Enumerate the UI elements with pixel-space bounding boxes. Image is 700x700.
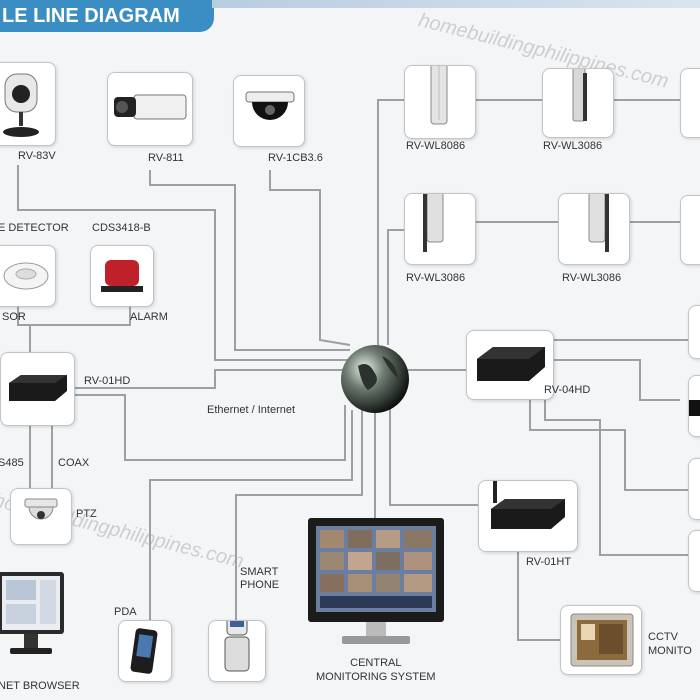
label-sensor: SOR xyxy=(2,311,26,323)
label-rs485: S485 xyxy=(0,457,24,469)
antenna-icon xyxy=(588,194,609,252)
wire-pda xyxy=(149,410,353,620)
device-smart-phone[interactable] xyxy=(208,620,266,682)
device-rvwl3086-a[interactable] xyxy=(542,68,614,138)
ptz-camera-icon xyxy=(24,498,58,520)
wire-wl8086 xyxy=(377,99,406,345)
wire-smartphone xyxy=(235,410,363,620)
device-rv1cb36[interactable] xyxy=(233,75,305,147)
smoke-detector-icon xyxy=(3,262,49,290)
label-rv01ht: RV-01HT xyxy=(526,556,572,568)
device-cctv-monitor[interactable] xyxy=(560,605,642,675)
device-smoke-detector[interactable] xyxy=(0,245,56,307)
device-rv83v[interactable] xyxy=(0,62,56,146)
bullet-camera-icon xyxy=(114,94,187,120)
tv-monitor-icon xyxy=(570,613,634,667)
device-rv01ht[interactable] xyxy=(478,480,578,552)
wire-rv01ht-monitor xyxy=(517,550,560,641)
device-ptz[interactable] xyxy=(10,488,72,545)
device-partial-r1[interactable] xyxy=(688,305,700,359)
box-camera-icon xyxy=(3,73,39,137)
label-cds3418: CDS3418-B xyxy=(92,222,151,234)
dome-camera-icon xyxy=(245,91,295,120)
wire-browser xyxy=(75,394,346,461)
device-rvwl8086[interactable] xyxy=(404,65,476,139)
label-coax: COAX xyxy=(58,457,90,469)
antenna-icon xyxy=(423,194,444,252)
wire-sensors xyxy=(17,305,131,326)
wire-rv811 xyxy=(149,170,350,351)
device-partial-r3[interactable] xyxy=(688,458,700,520)
phone-icon xyxy=(224,621,250,672)
label-rv83v: RV-83V xyxy=(18,150,56,162)
label-ptz: PTZ xyxy=(76,508,97,520)
label-rv811: RV-811 xyxy=(148,152,184,164)
wire-wl3086b xyxy=(387,229,406,345)
title-strip xyxy=(212,0,700,8)
label-smoke-detector: E DETECTOR xyxy=(0,222,69,234)
label-rv01hd: RV-01HD xyxy=(84,375,131,387)
label-rvwl3086-b: RV-WL3086 xyxy=(406,272,466,284)
label-rv04hd: RV-04HD xyxy=(544,384,591,396)
label-rvwl8086: RV-WL8086 xyxy=(406,140,466,152)
device-partial-r4[interactable] xyxy=(688,530,700,592)
antenna-icon xyxy=(572,69,587,122)
globe-icon xyxy=(341,345,409,413)
bullet-camera-icon xyxy=(689,400,700,416)
label-rvwl3086-c: RV-WL3086 xyxy=(562,272,622,284)
device-partial-r2[interactable] xyxy=(688,375,700,437)
wire-rv1cb36 xyxy=(269,170,351,346)
wire-rv04hd-r4 xyxy=(544,398,688,556)
monitor-icon xyxy=(308,518,444,644)
label-alarm: ALARM xyxy=(130,311,168,323)
label-cctv-monitor: CCTV MONITO xyxy=(648,631,692,657)
siren-icon xyxy=(101,260,143,292)
device-rvwl3086-b[interactable] xyxy=(404,193,476,265)
diagram-title: LE LINE DIAGRAM xyxy=(0,0,214,32)
device-rv04hd[interactable] xyxy=(466,330,554,400)
wire-rv01hd xyxy=(73,369,345,389)
wire-rv04hd-r2 xyxy=(552,359,680,401)
dvr-icon xyxy=(9,375,67,401)
device-rv811[interactable] xyxy=(107,72,193,146)
panel-antenna-icon xyxy=(430,66,448,125)
dvr-icon xyxy=(477,347,545,381)
device-partial-right[interactable] xyxy=(680,195,700,265)
wire-rv83v xyxy=(17,165,350,361)
wireless-dvr-icon xyxy=(491,481,565,529)
label-rv1cb36: RV-1CB3.6 xyxy=(268,152,323,164)
device-alarm[interactable] xyxy=(90,245,154,307)
wire-rv04hd-r3 xyxy=(529,398,688,491)
pda-icon xyxy=(130,628,158,674)
wire-rv01ht xyxy=(389,400,478,506)
computer-monitor-icon xyxy=(0,572,64,654)
device-rv01hd[interactable] xyxy=(0,352,75,426)
label-pda: PDA xyxy=(114,606,137,618)
device-rvwl3086-c[interactable] xyxy=(558,193,630,265)
label-smart-phone: SMART PHONE xyxy=(240,566,280,591)
label-rvwl3086-a: RV-WL3086 xyxy=(543,140,603,152)
label-central: CENTRAL MONITORING SYSTEM xyxy=(316,657,436,683)
label-network: Ethernet / Internet xyxy=(207,404,296,416)
label-web-browser: NET BROWSER xyxy=(0,680,80,692)
device-pda[interactable] xyxy=(118,620,172,682)
device-partial-top-right[interactable] xyxy=(680,68,700,138)
